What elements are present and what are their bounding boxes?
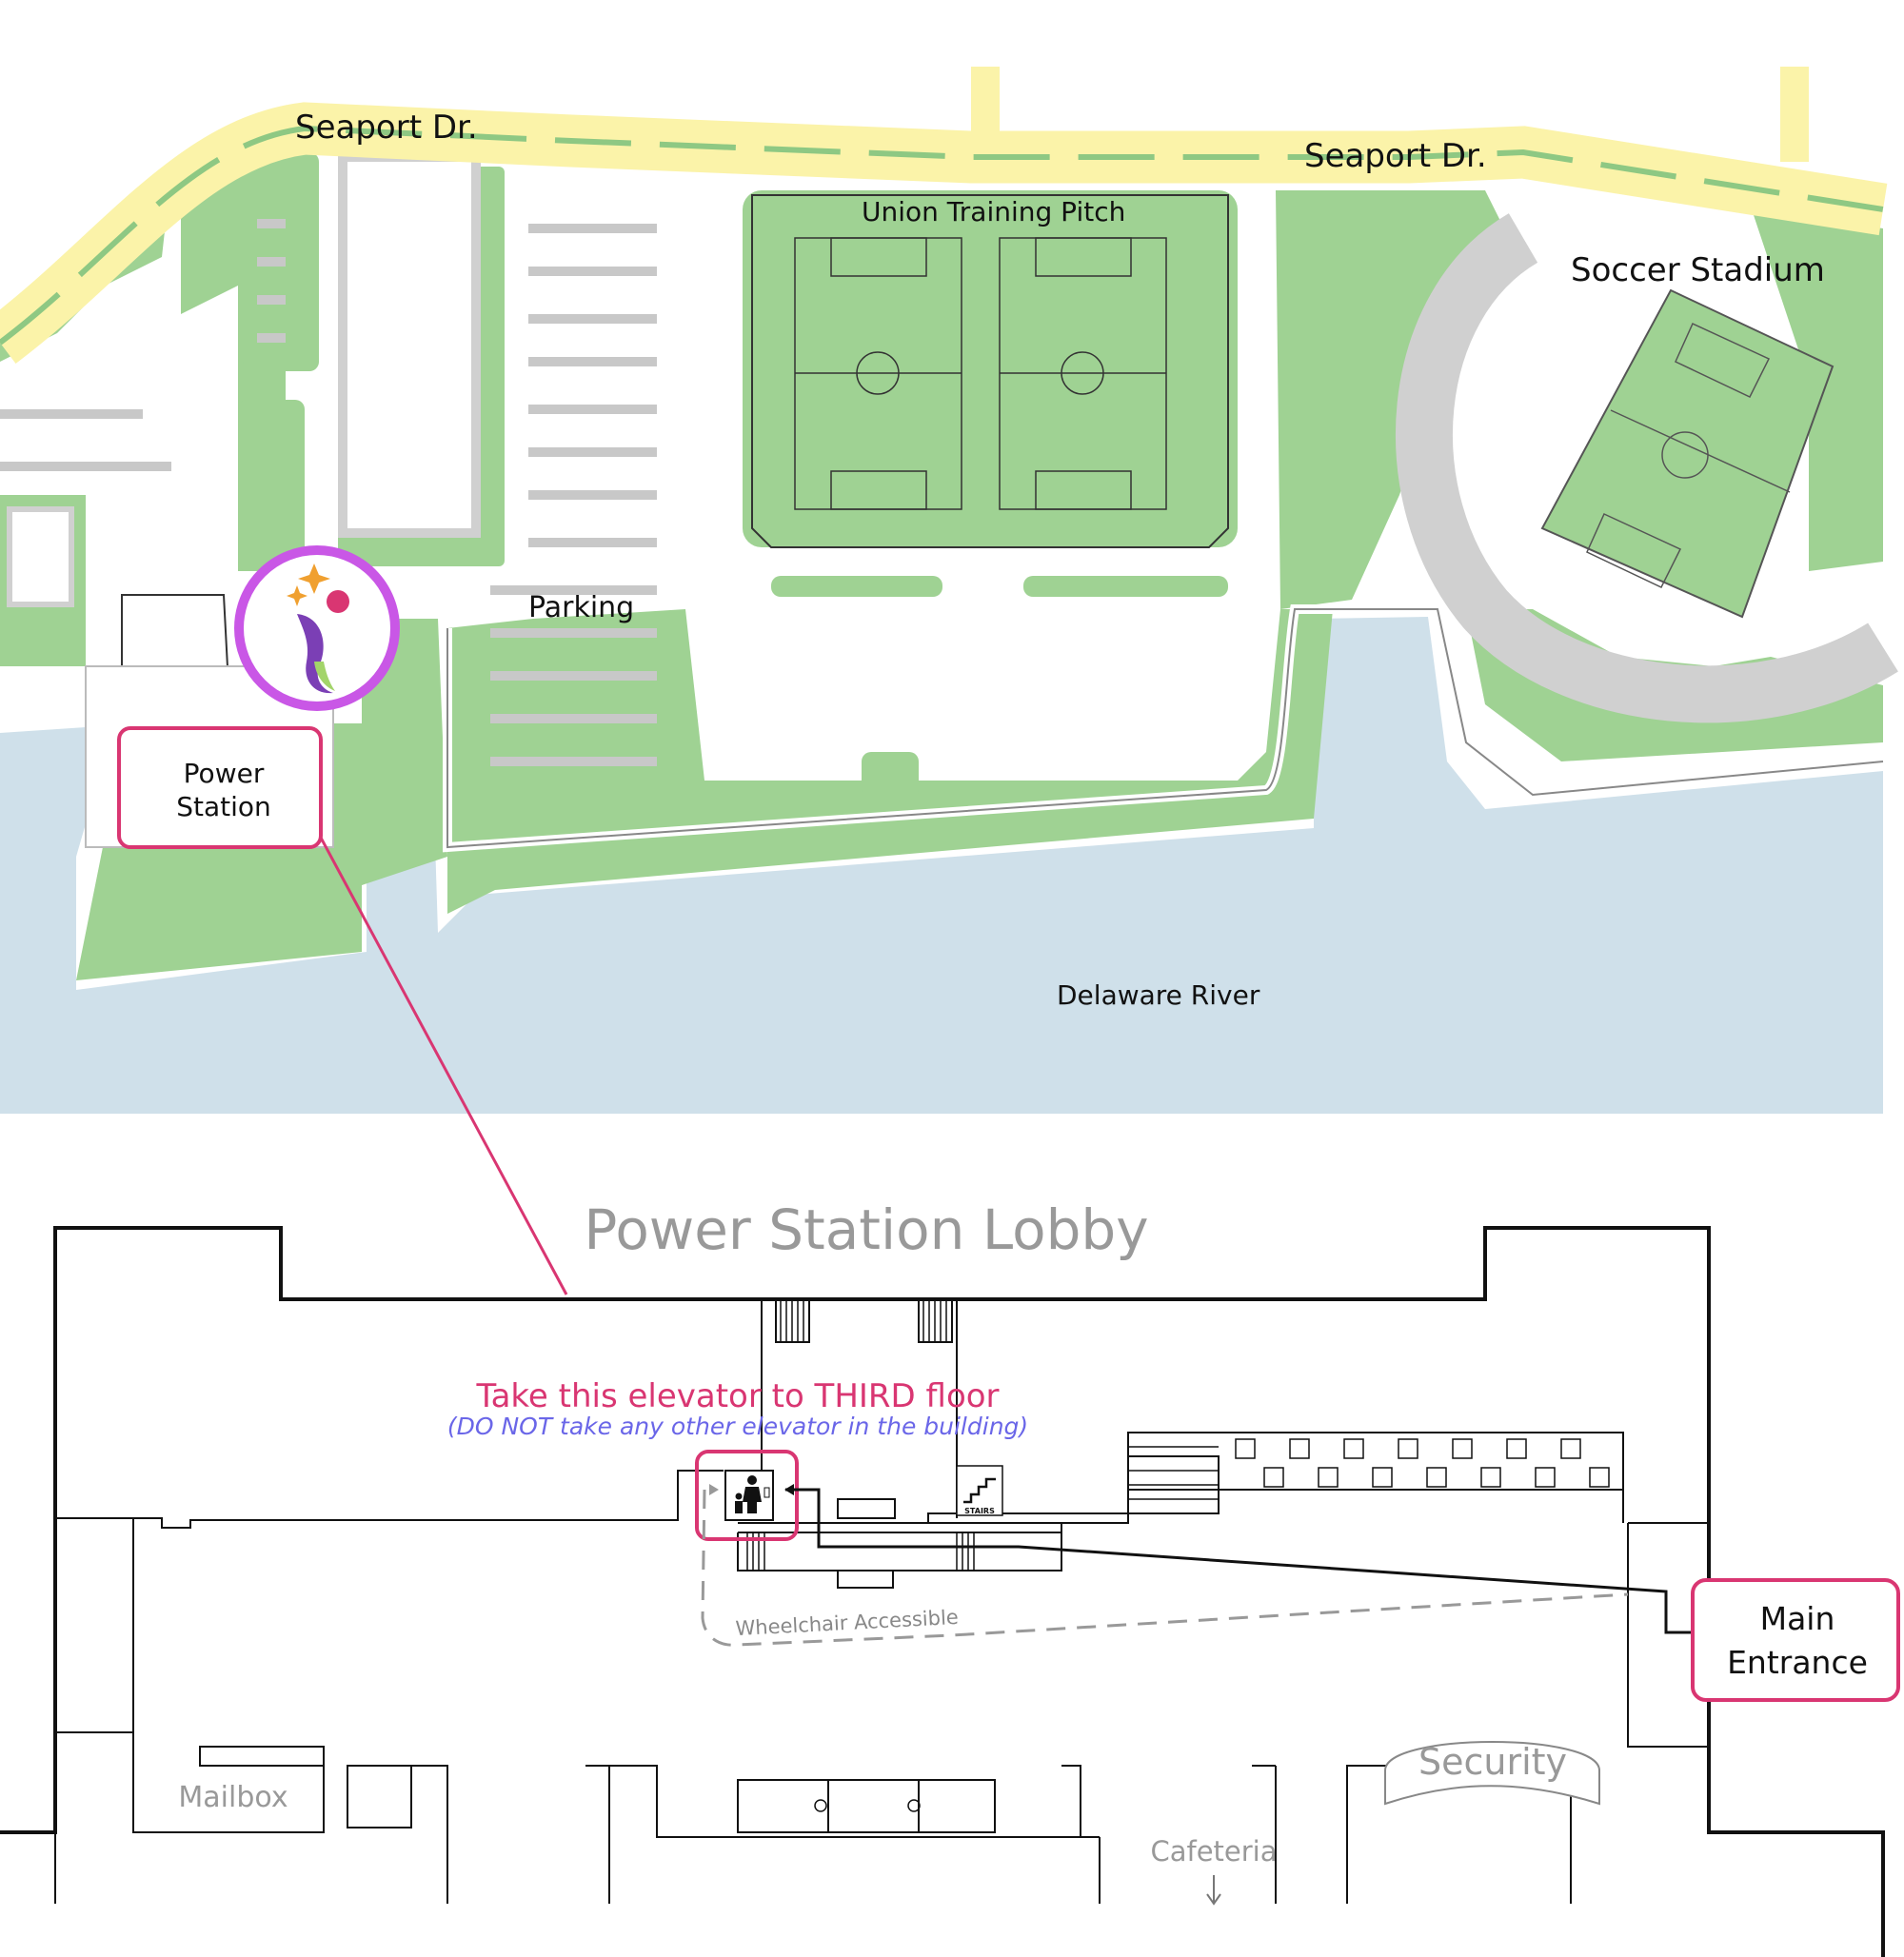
wheelchair-arrow-icon xyxy=(709,1484,719,1495)
training-pitch-fields xyxy=(751,194,1229,548)
elevator[interactable] xyxy=(724,1470,774,1521)
power-station-label-line1: Power xyxy=(184,758,265,789)
child-body-icon xyxy=(735,1501,743,1513)
main-entrance-label-line2: Entrance xyxy=(1727,1644,1868,1681)
parking-label: Parking xyxy=(528,591,634,624)
stadium-ring xyxy=(1395,213,1898,723)
security-desk xyxy=(1384,1741,1600,1806)
interior-walls xyxy=(54,1299,1709,1904)
stairs-icon: STAIRS xyxy=(956,1465,1003,1516)
stadium-pitch xyxy=(1540,288,1835,619)
wheelchair-route xyxy=(701,1489,1629,1647)
child-icon xyxy=(735,1492,743,1500)
site-map: Seaport Dr. Seaport Dr. Union Training P… xyxy=(0,57,1898,1295)
stairs-icon-label: STAIRS xyxy=(964,1507,995,1515)
lobby-outer-wall xyxy=(0,1226,1885,1957)
elevator-warning: (DO NOT take any other elevator in the b… xyxy=(447,1413,1028,1440)
person-body-icon xyxy=(743,1487,762,1513)
lobby-title: Power Station Lobby xyxy=(584,1197,1148,1262)
route-arrow-icon xyxy=(784,1484,794,1495)
marker-head-icon xyxy=(327,590,349,613)
street-label-seaport-right: Seaport Dr. xyxy=(1304,137,1487,175)
seaport-dr-median xyxy=(0,125,1884,346)
location-marker[interactable] xyxy=(234,545,400,711)
parking-stalls xyxy=(0,219,657,766)
elevator-highlight[interactable] xyxy=(695,1450,799,1541)
sparkle-icon-small xyxy=(287,585,307,606)
delaware-river-water xyxy=(0,617,1883,1114)
building-block xyxy=(338,152,481,538)
sparkle-icon xyxy=(298,563,330,594)
security-label: Security xyxy=(1418,1741,1567,1783)
elevator-button-icon xyxy=(764,1487,770,1498)
connector-line xyxy=(319,837,568,1295)
atm-icon xyxy=(814,1799,827,1812)
security-turnstiles xyxy=(1235,1438,1610,1488)
wheelchair-label: Wheelchair Accessible xyxy=(735,1606,959,1640)
cafeteria-arrow-icon xyxy=(1206,1875,1221,1906)
person-icon xyxy=(747,1475,757,1485)
soccer-stadium-label: Soccer Stadium xyxy=(1571,251,1825,289)
atm-icon-2 xyxy=(907,1799,921,1812)
elevator-instruction: Take this elevator to THIRD floor xyxy=(475,1377,999,1415)
power-station-highlight[interactable] xyxy=(117,726,323,849)
main-entrance-highlight[interactable] xyxy=(1691,1578,1900,1702)
lobby-floor-plan: STAIRS Power Station Lobby Take this e xyxy=(0,1197,1900,1957)
building-small xyxy=(7,506,74,607)
training-pitch-label: Union Training Pitch xyxy=(862,196,1125,227)
riverside-path-edge xyxy=(446,608,1884,849)
marker-figure-accent xyxy=(314,662,335,691)
mailbox-label: Mailbox xyxy=(178,1781,288,1814)
marker-figure-icon xyxy=(297,614,333,694)
street-label-seaport-left: Seaport Dr. xyxy=(295,109,478,147)
power-station-label-line2: Station xyxy=(176,791,271,822)
cafeteria-label: Cafeteria xyxy=(1150,1835,1277,1868)
main-entrance-label-line1: Main xyxy=(1760,1600,1835,1637)
river-label: Delaware River xyxy=(1057,979,1260,1011)
